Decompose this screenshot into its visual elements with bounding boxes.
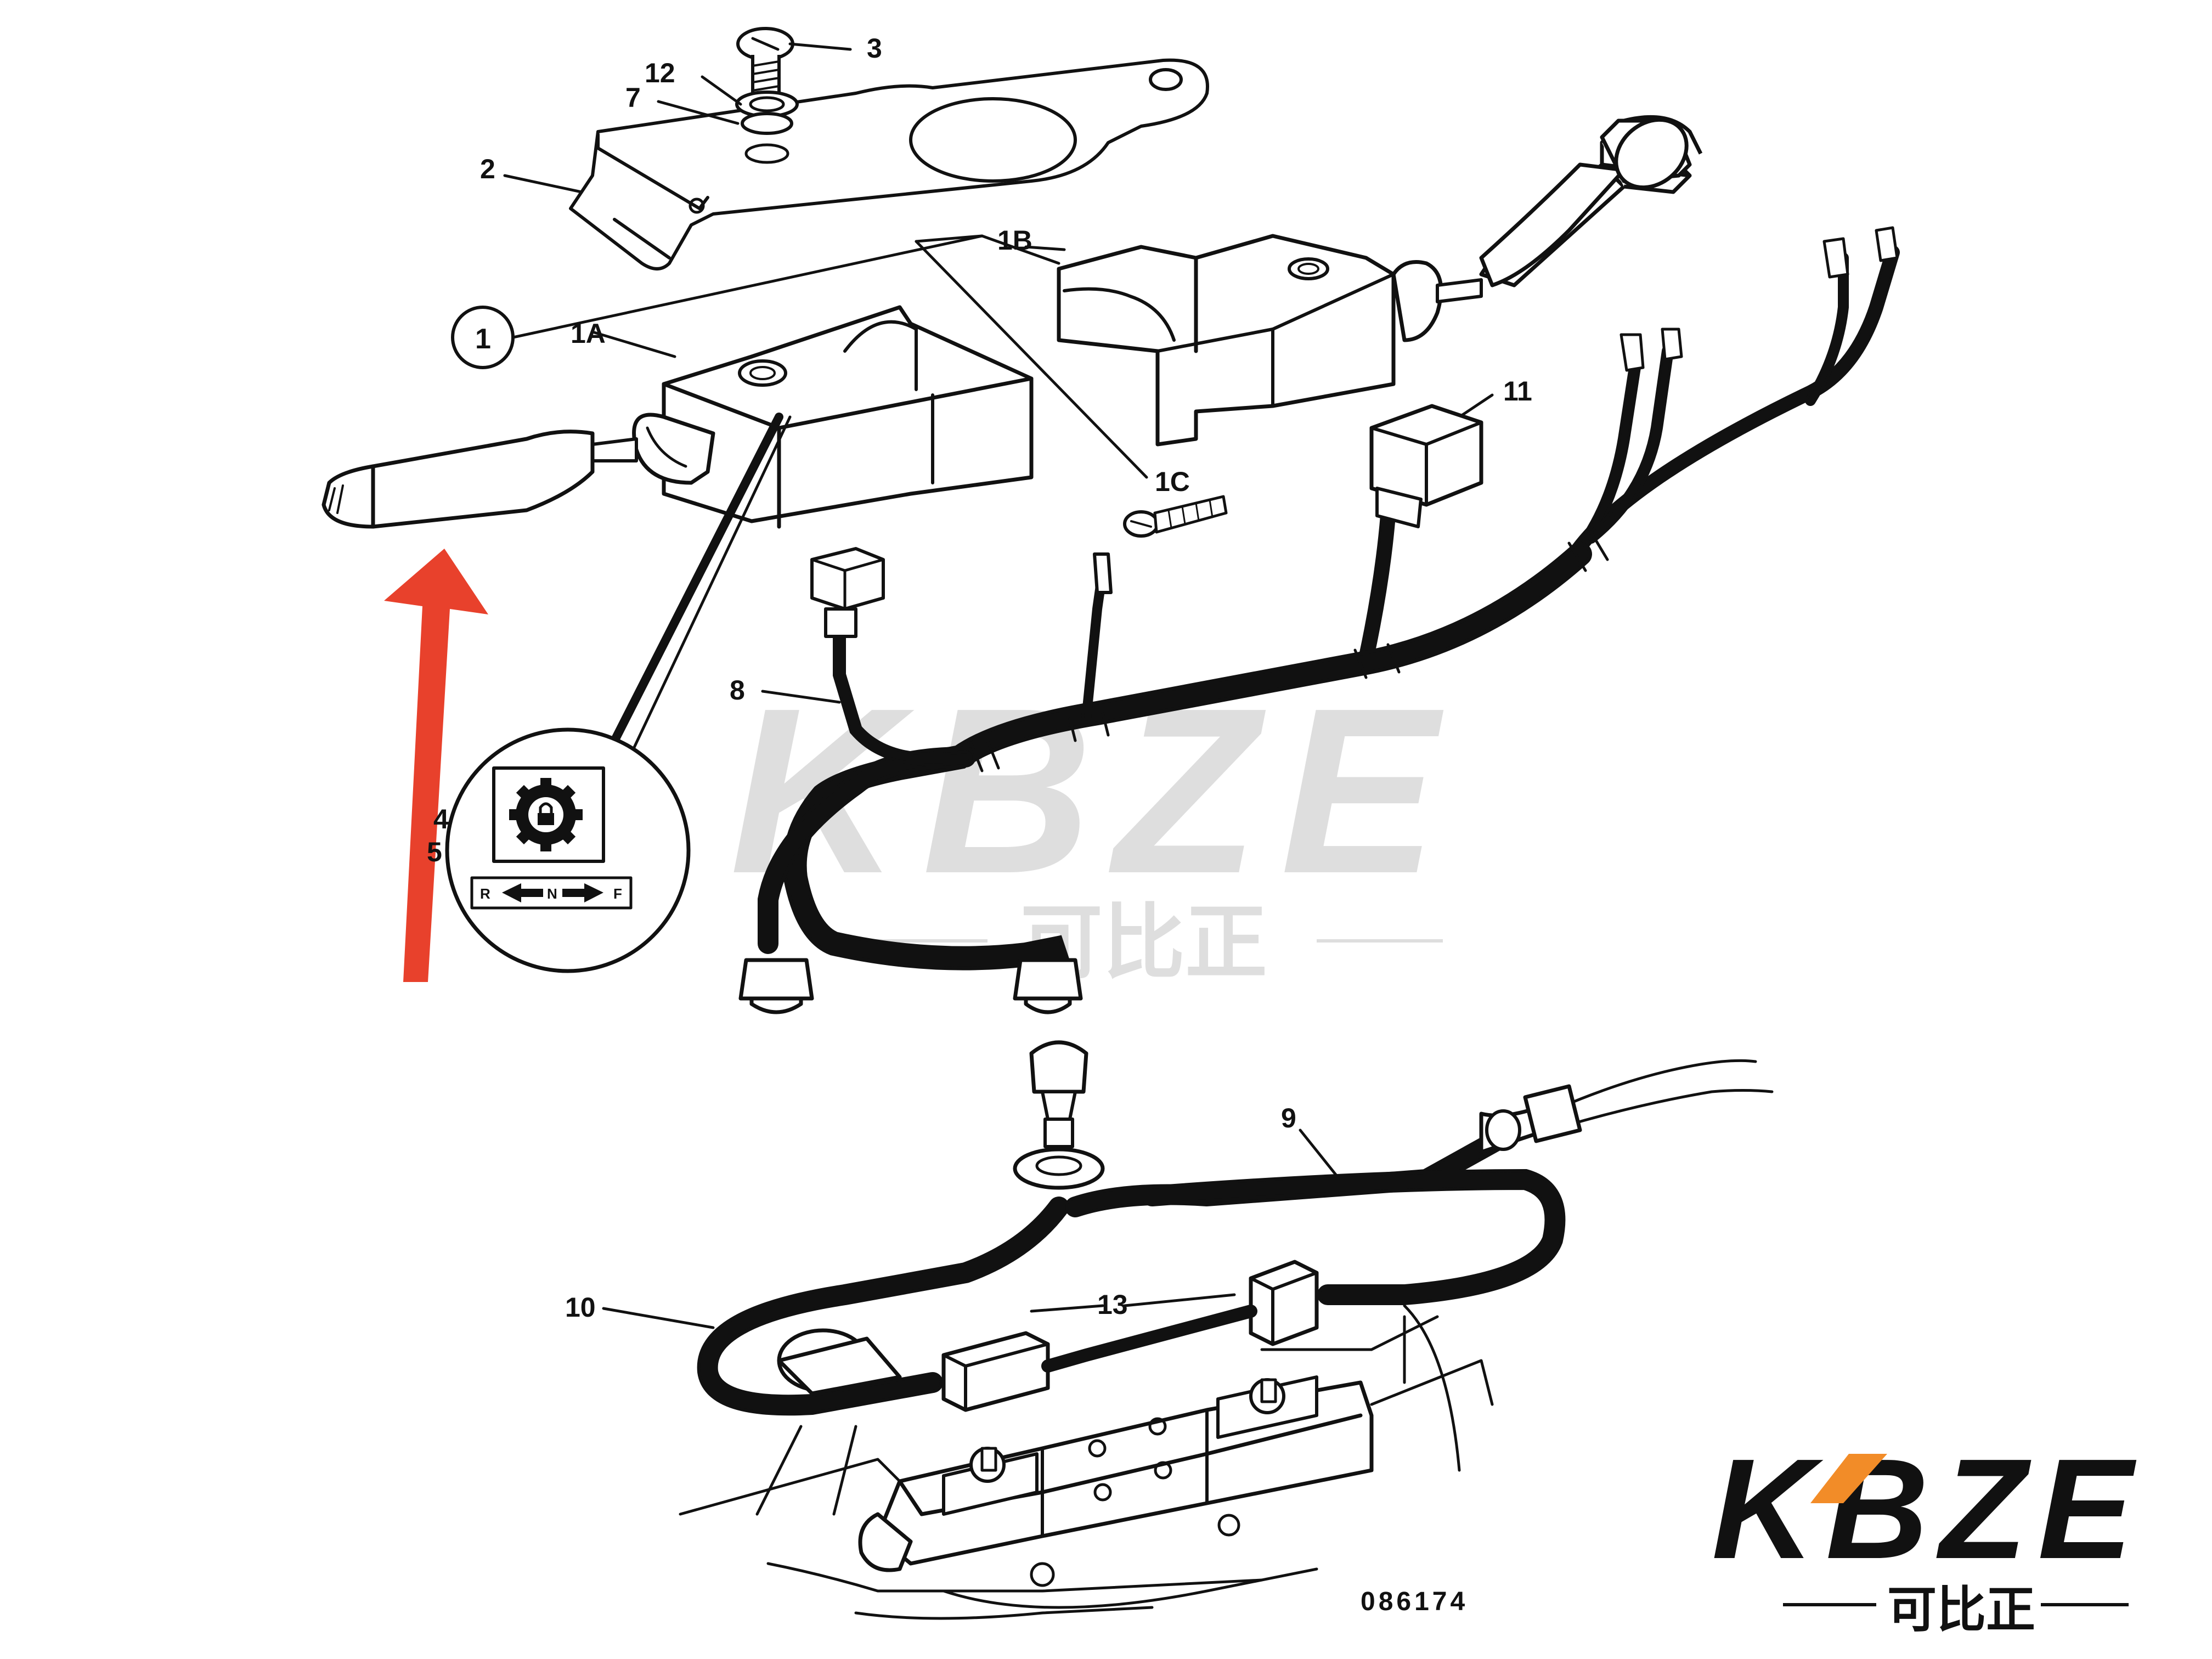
brand-logo: KBZE 可比正 xyxy=(1712,1430,2144,1639)
drawing-number: 086174 xyxy=(1361,1587,1468,1616)
detail-inset: R N F xyxy=(445,727,691,973)
lever-right xyxy=(1391,115,1703,342)
red-arrow-icon xyxy=(384,549,488,982)
callout-10: 10 xyxy=(565,1292,596,1323)
switch-body-1a xyxy=(662,305,1034,529)
callout-1b: 1B xyxy=(997,225,1032,256)
callout-13: 13 xyxy=(1097,1289,1128,1320)
direction-neutral: N xyxy=(547,885,557,902)
callout-11: 11 xyxy=(1503,376,1532,407)
lower-harness xyxy=(697,1040,1774,1416)
callout-1a: 1A xyxy=(571,318,606,349)
logo-brand: KBZE xyxy=(1712,1430,2144,1589)
logo-chinese: 可比正 xyxy=(1887,1581,2035,1639)
callout-labels: 1 1A 1B 1C 2 3 12 7 11 8 4 5 9 10 13 086… xyxy=(427,33,1532,1616)
lever-left xyxy=(321,413,715,529)
callout-1: 1 xyxy=(475,323,491,355)
callout-2: 2 xyxy=(480,154,495,184)
direction-arrows-icon xyxy=(502,883,603,902)
direction-forward: F xyxy=(613,885,622,902)
screw-1c xyxy=(1123,495,1228,538)
screw-assembly xyxy=(735,27,799,164)
callout-4: 4 xyxy=(433,804,449,834)
callout-8: 8 xyxy=(730,675,745,706)
switch-body-1b xyxy=(1057,234,1396,447)
callout-7: 7 xyxy=(625,82,641,113)
direction-reverse: R xyxy=(480,885,490,902)
gear-lock-icon xyxy=(509,778,583,851)
upper-harness xyxy=(738,226,1900,1014)
leader-lines xyxy=(448,42,1494,1329)
callout-5: 5 xyxy=(427,837,442,867)
callout-circle-1 xyxy=(451,306,515,369)
callout-9: 9 xyxy=(1281,1103,1296,1133)
callout-12: 12 xyxy=(645,58,675,88)
callout-1c: 1C xyxy=(1155,466,1190,497)
callout-3: 3 xyxy=(867,33,882,64)
mounting-plate xyxy=(569,58,1209,270)
valve-block xyxy=(679,1304,1494,1620)
